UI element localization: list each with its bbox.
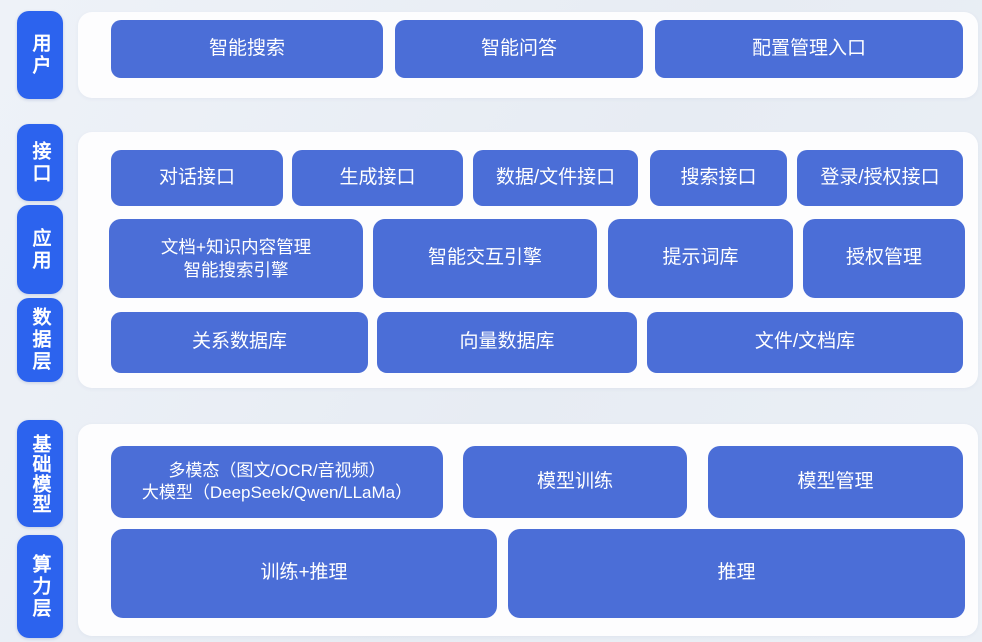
- layer-pill-compute: 算力层: [17, 535, 63, 638]
- node-vector-db: 向量数据库: [377, 312, 637, 373]
- node-multimodal-llm-line1: 多模态（图文/OCR/音视频）: [168, 460, 386, 480]
- node-multimodal-llm: 多模态（图文/OCR/音视频） 大模型（DeepSeek/Qwen/LLaMa）: [111, 446, 443, 518]
- node-doc-knowledge-search-engine: 文档+知识内容管理 智能搜索引擎: [109, 219, 363, 298]
- node-file-doc-store: 文件/文档库: [647, 312, 963, 373]
- node-data-file-api: 数据/文件接口: [473, 150, 638, 206]
- node-training-inference: 训练+推理: [111, 529, 497, 618]
- node-config-management-entry: 配置管理入口: [655, 20, 963, 78]
- node-smart-qa: 智能问答: [395, 20, 643, 78]
- node-generation-api: 生成接口: [292, 150, 463, 206]
- node-auth-management: 授权管理: [803, 219, 965, 298]
- node-doc-knowledge-line1: 文档+知识内容管理: [160, 236, 312, 257]
- node-dialog-api: 对话接口: [111, 150, 283, 206]
- node-relational-db: 关系数据库: [111, 312, 368, 373]
- layer-pill-foundation-model: 基础模型: [17, 420, 63, 527]
- node-interaction-engine: 智能交互引擎: [373, 219, 597, 298]
- layer-pill-data: 数据层: [17, 298, 63, 382]
- layer-pill-interface: 接口: [17, 124, 63, 201]
- layer-pill-application: 应用: [17, 205, 63, 294]
- node-inference: 推理: [508, 529, 965, 618]
- node-prompt-library: 提示词库: [608, 219, 793, 298]
- node-model-training: 模型训练: [463, 446, 687, 518]
- node-login-auth-api: 登录/授权接口: [797, 150, 963, 206]
- layer-pill-user: 用户: [17, 11, 63, 99]
- node-doc-knowledge-line2: 智能搜索引擎: [183, 259, 289, 280]
- node-multimodal-llm-line2: 大模型（DeepSeek/Qwen/LLaMa）: [141, 483, 413, 502]
- node-smart-search: 智能搜索: [111, 20, 383, 78]
- node-model-management: 模型管理: [708, 446, 963, 518]
- node-search-api: 搜索接口: [650, 150, 787, 206]
